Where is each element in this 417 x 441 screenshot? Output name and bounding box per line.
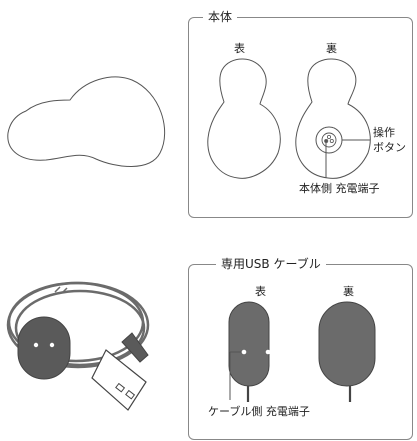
cable-panel-title: 専用USB ケーブル <box>216 257 326 271</box>
usb-cable-coil-illustration <box>6 281 150 369</box>
operation-button-label-line1: 操作 <box>373 126 395 139</box>
device-back-outline <box>295 58 371 179</box>
cable-magnetic-head <box>17 316 71 380</box>
body-panel-title: 本体 <box>203 10 238 24</box>
cable-front-label: 表 <box>255 285 266 298</box>
body-charging-terminal <box>324 139 328 143</box>
cable-connector-front <box>228 301 271 402</box>
operation-button-label-line2: ボタン <box>373 141 406 154</box>
body-back-label: 裏 <box>326 42 337 55</box>
cable-charging-terminal-label: ケーブル側 充電端子 <box>208 405 310 418</box>
device-body-outline <box>7 76 166 167</box>
operation-button-label: 操作 ボタン <box>373 125 406 155</box>
device-front-outline <box>207 58 281 179</box>
body-panel <box>188 17 413 218</box>
body-charging-terminal-label: 本体側 充電端子 <box>299 182 380 195</box>
body-front-label: 表 <box>234 42 245 55</box>
cable-back-label: 裏 <box>343 285 354 298</box>
usb-plug <box>91 332 149 411</box>
cable-connector-back <box>318 301 376 402</box>
